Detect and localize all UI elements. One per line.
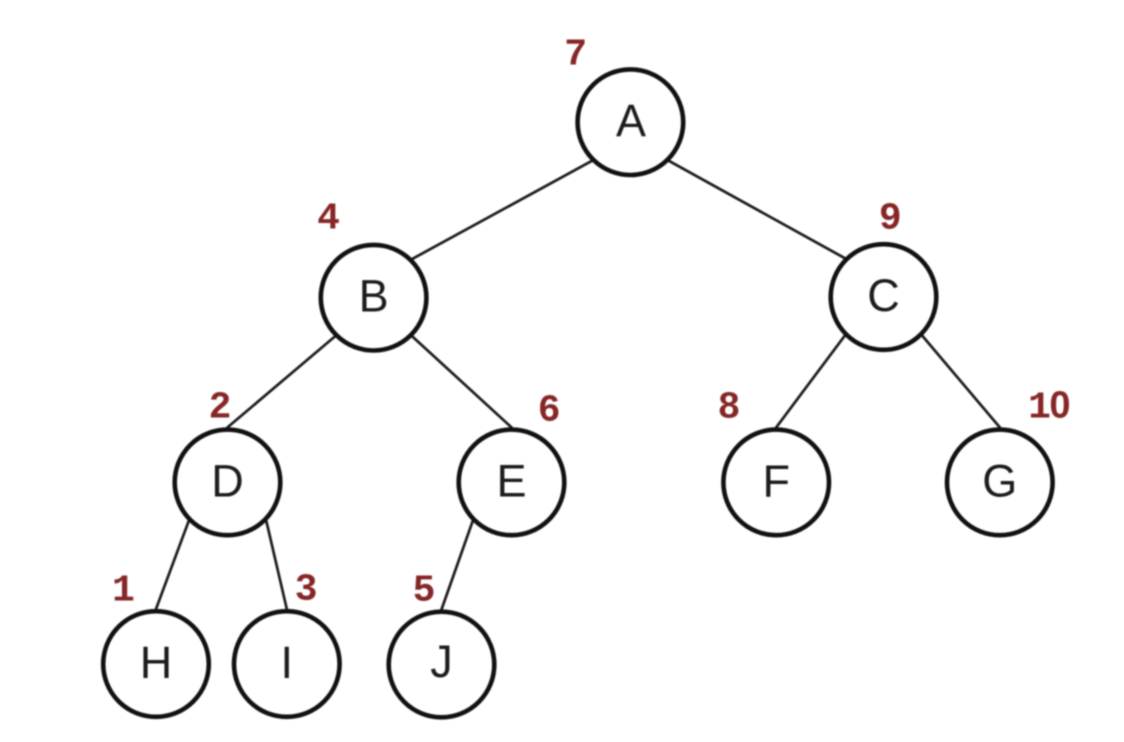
- svg-text:1: 1: [1028, 387, 1051, 430]
- svg-text:I: I: [281, 637, 294, 688]
- svg-text:E: E: [496, 455, 526, 506]
- svg-text:6: 6: [538, 389, 561, 432]
- svg-text:1: 1: [112, 570, 135, 613]
- svg-text:7: 7: [564, 34, 587, 77]
- svg-text:F: F: [762, 455, 790, 506]
- svg-text:5: 5: [413, 569, 436, 612]
- svg-text:D: D: [211, 455, 244, 506]
- svg-text:0: 0: [1049, 385, 1070, 427]
- svg-text:B: B: [359, 271, 389, 322]
- svg-text:A: A: [616, 95, 646, 146]
- svg-text:9: 9: [879, 197, 902, 240]
- svg-text:4: 4: [317, 197, 340, 240]
- svg-text:J: J: [430, 636, 453, 687]
- svg-text:H: H: [140, 637, 173, 688]
- svg-text:C: C: [867, 270, 900, 321]
- svg-text:8: 8: [718, 387, 741, 430]
- svg-text:2: 2: [209, 387, 232, 430]
- svg-text:G: G: [982, 455, 1017, 506]
- svg-text:3: 3: [295, 568, 318, 611]
